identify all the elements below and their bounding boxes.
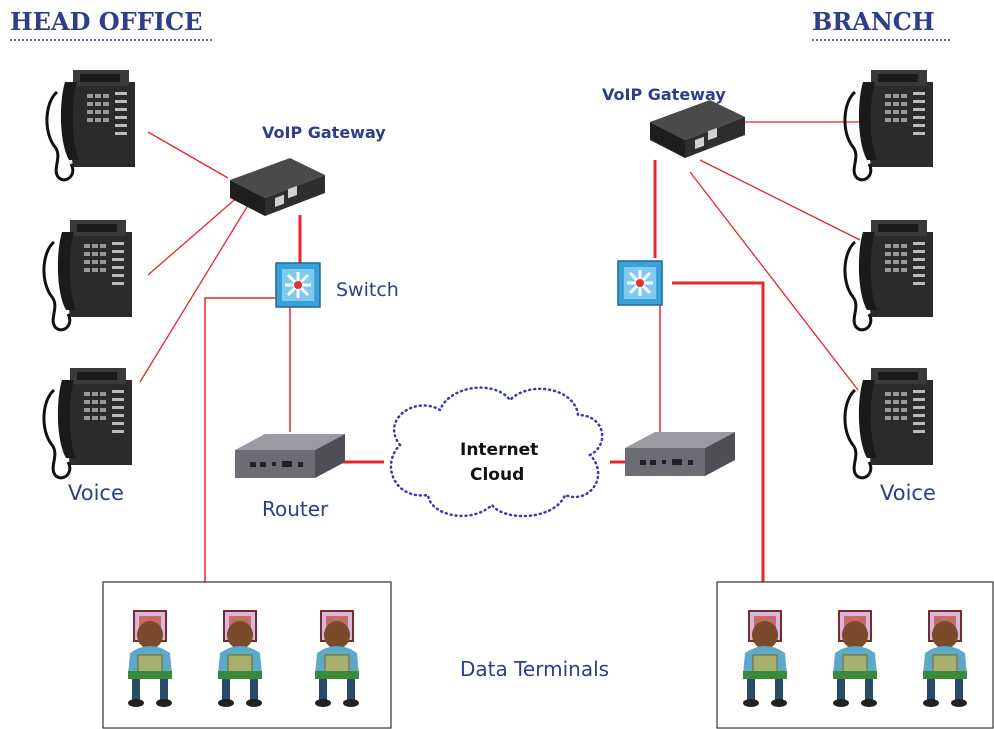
head-office-phone-3-icon (42, 366, 134, 480)
branch-title: BRANCH (812, 7, 935, 36)
branch-phone-2-icon (843, 218, 935, 332)
branch-voice-label: Voice (880, 481, 936, 505)
head-office-phone-1-icon (45, 68, 137, 182)
switch-label: Switch (336, 279, 399, 301)
internet-cloud-icon (389, 386, 604, 518)
head-office-links (139, 131, 384, 582)
head-office-router-icon (235, 434, 345, 478)
head-office-title: HEAD OFFICE (10, 7, 202, 36)
cloud-label-line-2: Cloud (470, 465, 524, 485)
head-office-gateway-label: VoIP Gateway (262, 123, 386, 142)
data-terminals-label: Data Terminals (460, 657, 609, 681)
branch-router-icon (625, 432, 735, 476)
branch-switch-icon (616, 259, 664, 307)
router-label: Router (262, 497, 329, 521)
branch-gateway-label: VoIP Gateway (602, 85, 726, 104)
head-office-switch-icon (274, 261, 322, 309)
branch-voip-gateway-icon (650, 100, 745, 158)
branch-links (610, 121, 865, 582)
head-office-voip-gateway-icon (230, 158, 325, 216)
cloud-label-line-1: Internet (460, 440, 538, 460)
head-office-voice-label: Voice (68, 481, 124, 505)
branch-phone-1-icon (843, 68, 935, 182)
head-office-phone-2-icon (42, 218, 134, 332)
branch-phone-3-icon (843, 366, 935, 480)
